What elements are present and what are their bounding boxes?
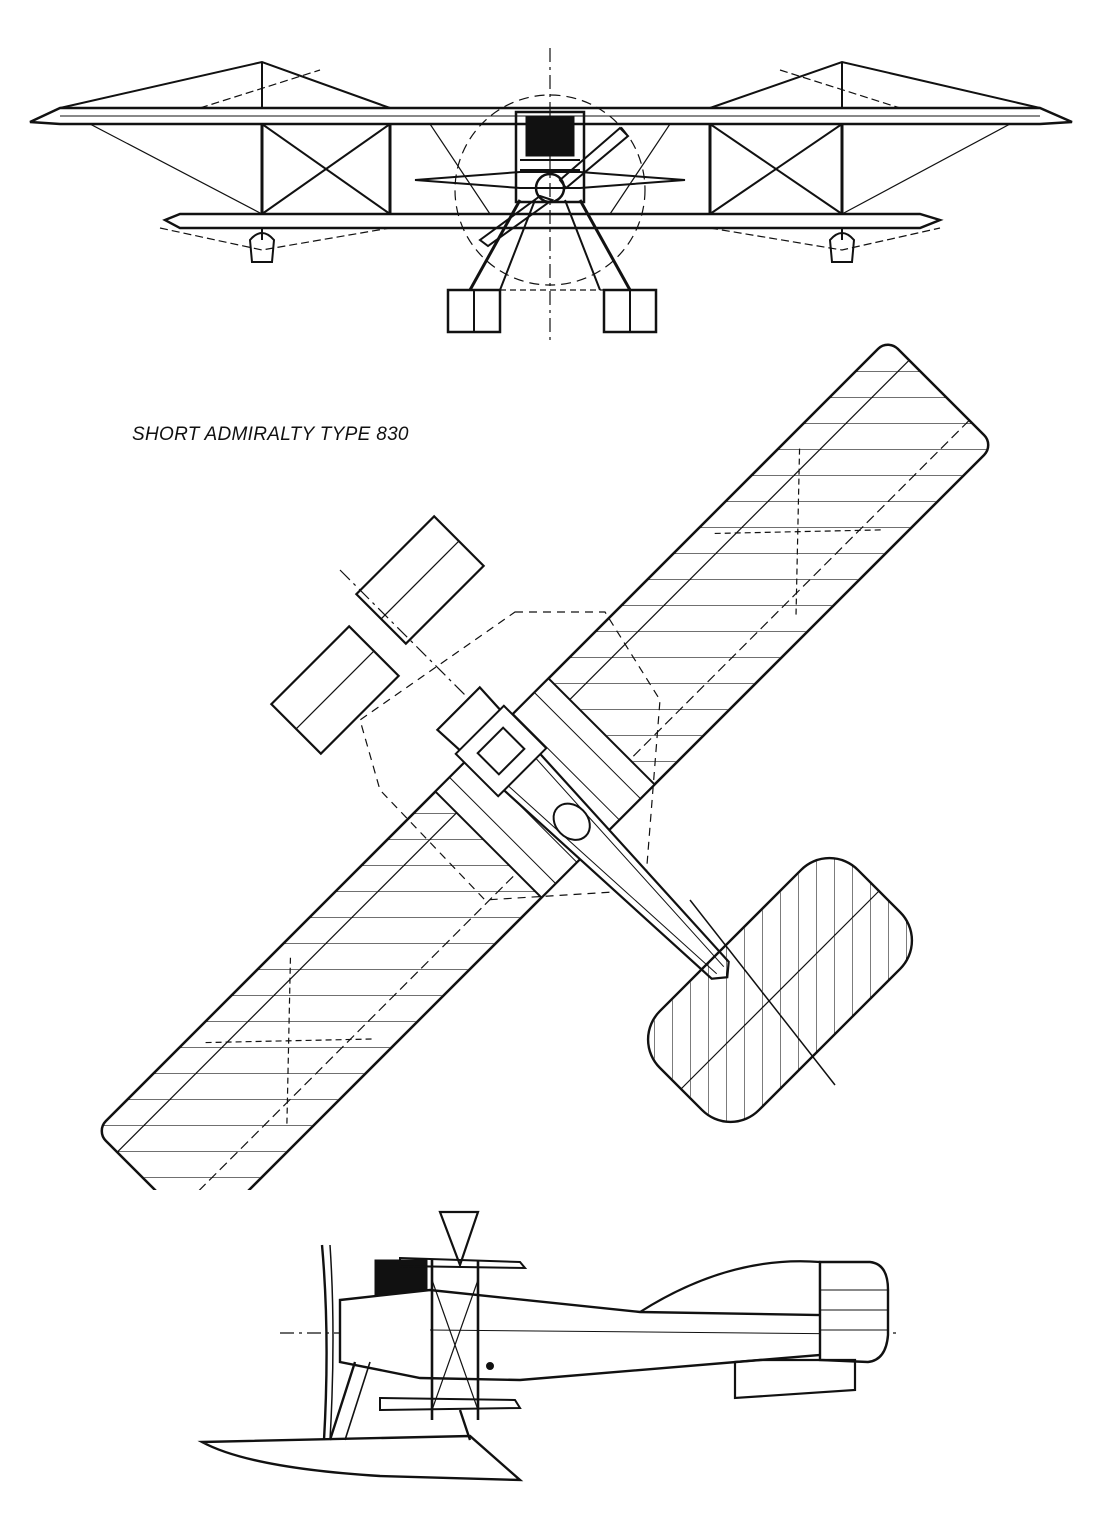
front-view-drawing xyxy=(0,0,1100,345)
plan-view-drawing xyxy=(0,0,1100,1190)
drawing-title: SHORT ADMIRALTY TYPE 830 xyxy=(132,424,409,445)
